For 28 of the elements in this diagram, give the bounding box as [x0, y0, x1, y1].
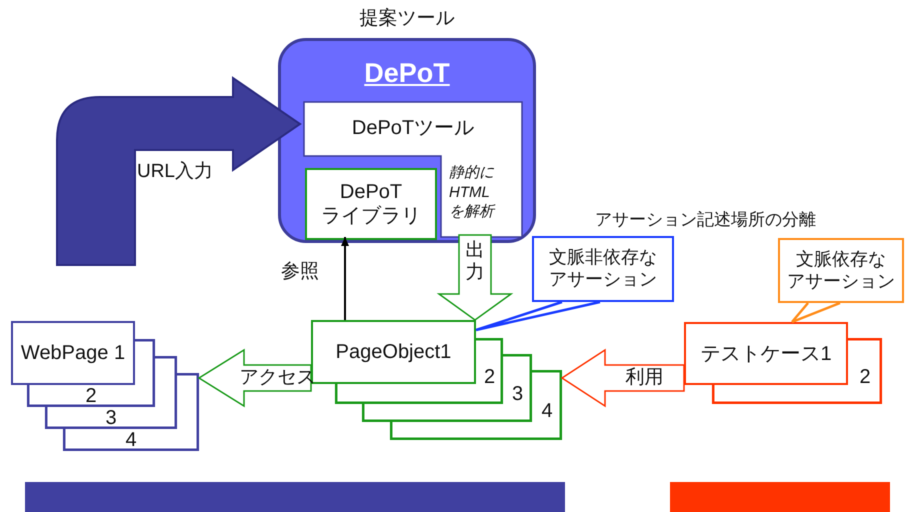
card-number: 3 — [512, 384, 524, 404]
edge-label: URL入力 — [137, 161, 213, 183]
card-number: 2 — [484, 367, 496, 387]
bubble-tail — [474, 300, 602, 332]
block-arrow — [198, 348, 312, 408]
card-number: 4 — [541, 401, 553, 421]
arrow — [341, 237, 349, 320]
speech-bubble: 文脈依存なアサーション — [778, 238, 904, 303]
card-number: 2 — [85, 386, 97, 406]
note-text: 静的にHTMLを解析 — [449, 163, 494, 222]
block-arrow — [560, 348, 685, 408]
card-number: 2 — [859, 367, 871, 387]
test-case-card: テストケース1 — [684, 322, 848, 385]
bar — [670, 482, 890, 512]
section-heading: アサーション記述場所の分離 — [595, 209, 816, 231]
box-label: DePoTツール — [352, 116, 474, 141]
speech-bubble: 文脈非依存なアサーション — [532, 236, 674, 302]
card-number: 4 — [125, 430, 137, 450]
bar — [25, 482, 565, 512]
edge-label: 参照 — [281, 261, 319, 283]
panel-title: DePoT — [364, 58, 450, 89]
bubble-tail — [790, 302, 842, 324]
card-number: 3 — [105, 408, 117, 428]
block-arrow — [56, 77, 301, 266]
library-box: DePoTライブラリ — [305, 168, 437, 240]
panel-heading: 提案ツール — [360, 6, 454, 31]
edge-label: 利用 — [626, 367, 664, 389]
page-card: WebPage 1 — [11, 321, 135, 385]
